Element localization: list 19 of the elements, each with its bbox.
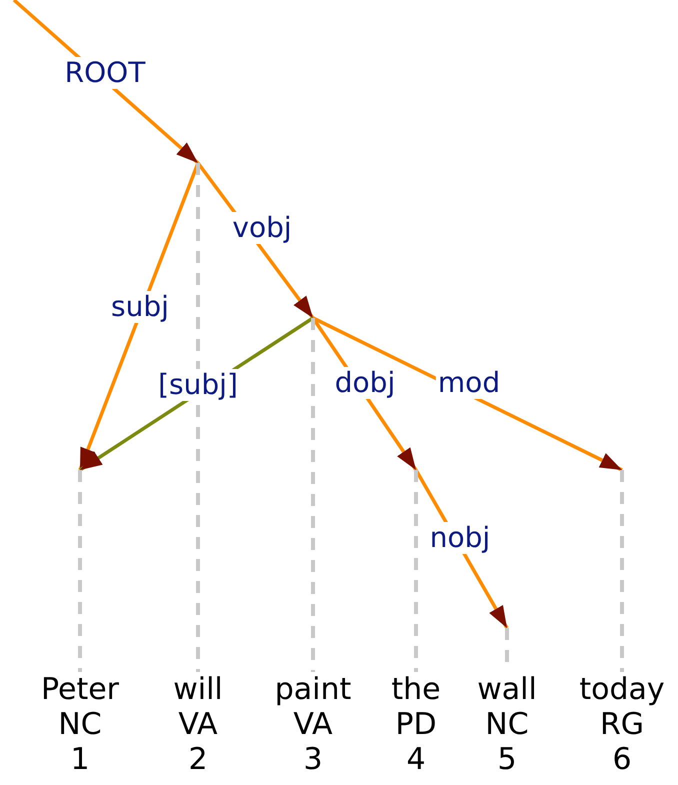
word: the <box>391 672 441 707</box>
word: will <box>173 672 223 707</box>
token-index: 6 <box>612 742 632 777</box>
token-index: 1 <box>70 742 90 777</box>
token-index: 3 <box>303 742 323 777</box>
pos-tag: RG <box>600 707 644 742</box>
pos-tag: PD <box>395 707 437 742</box>
token-index: 2 <box>188 742 208 777</box>
word: wall <box>477 672 537 707</box>
token-index: 5 <box>497 742 517 777</box>
word: Peter <box>40 672 120 707</box>
word: paint <box>274 672 352 707</box>
arrow <box>78 162 200 471</box>
pos-tag: VA <box>293 707 333 742</box>
word: today <box>579 672 665 707</box>
token-index: 4 <box>406 742 426 777</box>
pos-tag: NC <box>485 707 529 742</box>
pos-tag: VA <box>178 707 218 742</box>
pos-tag: NC <box>58 707 102 742</box>
